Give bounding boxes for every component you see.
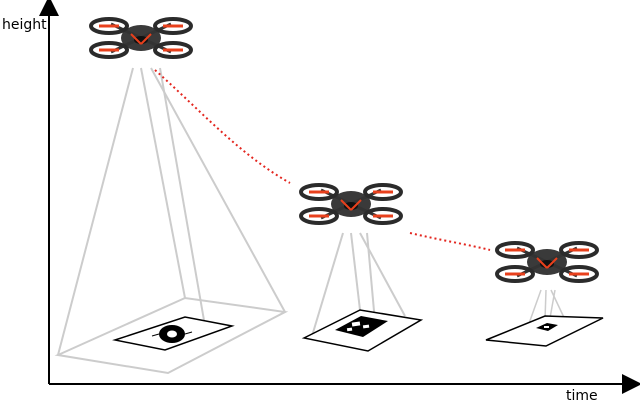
- camera-frustum-mid: [311, 232, 406, 337]
- camera-frustum-high: [54, 67, 289, 375]
- quadcopter-icon-mid: [299, 183, 403, 225]
- quadcopter-icon-high: [89, 17, 193, 59]
- descent-trajectory-2: [409, 232, 491, 251]
- quadcopter-icon-low: [495, 241, 599, 283]
- y-axis-label: height: [2, 17, 47, 33]
- fiducial-tag-marker: [301, 309, 424, 352]
- small-fiducial-tag-marker: [485, 315, 604, 347]
- x-axis-label: time: [566, 388, 598, 404]
- descent-trajectory: [154, 69, 291, 184]
- ring-target-marker: [112, 316, 235, 351]
